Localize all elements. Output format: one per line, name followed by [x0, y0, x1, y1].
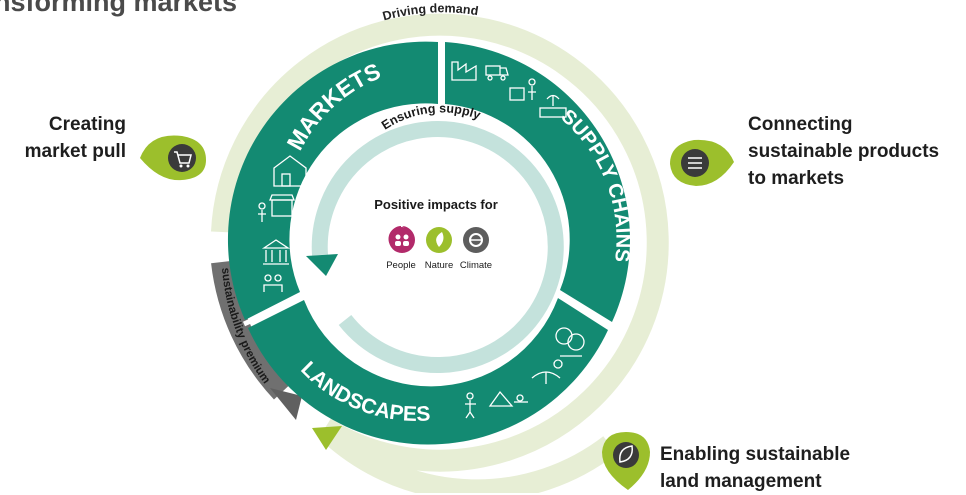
nature-icon: [426, 227, 452, 253]
connecting-label: Connecting sustainable products to marke…: [748, 114, 940, 189]
climate-icon: [463, 227, 489, 253]
truck-icon: [485, 65, 509, 81]
page-title: nsforming markets: [0, 0, 238, 17]
products-to-market-icon: [670, 139, 734, 186]
outer-ring-top: [211, 13, 669, 472]
market-pull-label: Creating market pull: [24, 114, 126, 162]
inner-ring: [311, 121, 564, 374]
people-icon: [388, 226, 415, 253]
factory-icon: [451, 61, 477, 81]
enabling-label: Enabling sustainable land management: [660, 444, 851, 492]
shop-worker-icon: [509, 78, 536, 101]
warehouse-icon: [273, 155, 307, 187]
beach-icon: [531, 359, 563, 384]
inner-ring-arrowhead: [306, 254, 338, 276]
resort-icon: [539, 94, 567, 118]
bank-icon: [261, 239, 291, 265]
impact-label-people: People: [386, 260, 416, 271]
premium-arrowhead: [270, 388, 302, 420]
store-icon: [258, 194, 295, 222]
people-group-icon: [263, 274, 283, 292]
impact-label-nature: Nature: [425, 260, 454, 271]
landscapes-segment: [248, 298, 608, 445]
impact-label-climate: Climate: [460, 260, 492, 271]
farm-icon: [488, 390, 528, 407]
center-heading: Positive impacts for: [374, 197, 498, 212]
supply-chains-segment: [445, 42, 630, 322]
outer-ring-arrowhead: [312, 426, 342, 450]
forest-icon: [555, 327, 585, 357]
premium-arrow-band: [211, 260, 291, 400]
shopping-cart-icon: [140, 135, 206, 181]
leaf-icon: [602, 432, 650, 490]
farmer-icon: [465, 392, 476, 419]
outer-ring-bottom: [327, 429, 617, 493]
